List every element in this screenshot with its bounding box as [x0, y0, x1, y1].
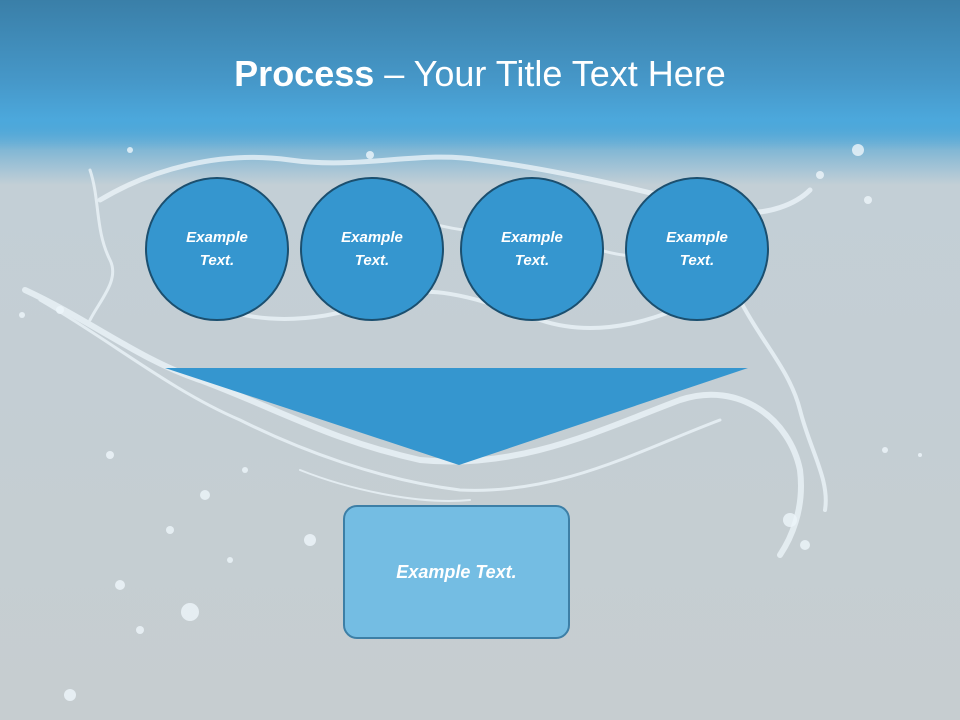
- process-step-1: Example Text.: [145, 177, 289, 321]
- funnel-arrow: [165, 368, 748, 465]
- title-bold: Process: [234, 53, 375, 94]
- process-step-2: Example Text.: [300, 177, 444, 321]
- result-box: Example Text.: [343, 505, 570, 639]
- process-step-2-label: Example Text.: [341, 229, 403, 269]
- process-step-1-label: Example Text.: [186, 229, 248, 269]
- process-step-3: Example Text.: [460, 177, 604, 321]
- title-bar: [0, 0, 960, 150]
- title-rest: – Your Title Text Here: [374, 53, 726, 94]
- slide-title: Process – Your Title Text Here: [0, 52, 960, 96]
- process-step-4: Example Text.: [625, 177, 769, 321]
- result-label: Example Text.: [396, 561, 517, 582]
- process-step-3-label: Example Text.: [501, 229, 563, 269]
- process-step-4-label: Example Text.: [666, 229, 728, 269]
